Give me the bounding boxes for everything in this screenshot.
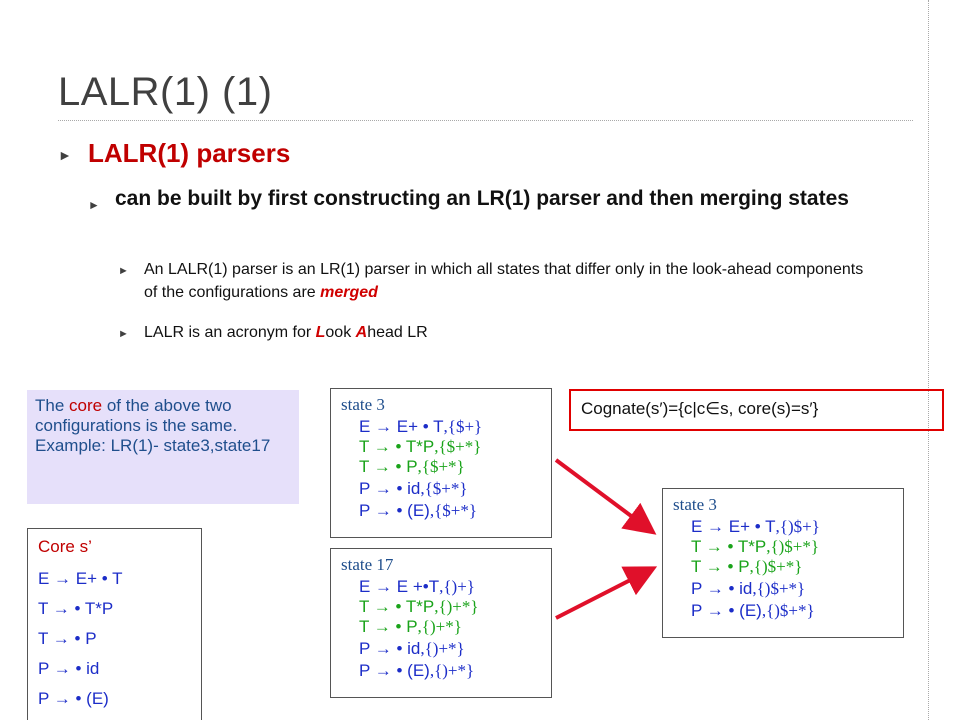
- title-divider: [58, 120, 913, 121]
- bullet-text-part: head LR: [367, 324, 428, 341]
- note-core-word: core: [69, 396, 103, 415]
- emphasis-l: L: [315, 324, 326, 341]
- bullet-text: can be built by first constructing an LR…: [115, 187, 849, 210]
- production-row: T → • T*P,{$+*}: [359, 437, 481, 457]
- production-row: P → • (E),{)+*}: [359, 661, 474, 681]
- lookahead: ,{)+}: [439, 577, 475, 596]
- production-row: P → • id,{$+*}: [359, 479, 468, 499]
- lookahead: ,{)+*}: [429, 661, 475, 680]
- arrow-state17-to-merged: [555, 566, 658, 620]
- bullet-triangle-icon: ►: [88, 198, 100, 212]
- lookahead: ,{$+*}: [417, 457, 465, 476]
- production: E → E+ • T: [691, 517, 776, 536]
- lookahead: ,{)+*}: [434, 597, 479, 616]
- merged-state-box: state 3 E → E+ • T,{)$+} T → • T*P,{)$+*…: [662, 488, 904, 638]
- lookahead: ,{)$+*}: [761, 601, 815, 620]
- production: P → • id: [359, 479, 421, 498]
- production: E → E +•T: [359, 577, 440, 596]
- lookahead: ,{)+*}: [420, 639, 465, 658]
- state17-box: state 17 E → E +•T,{)+} T → • T*P,{)+*} …: [330, 548, 552, 698]
- core-production: T → • T*P: [38, 599, 114, 618]
- production: E → E+ • T: [359, 417, 444, 436]
- production-row: T → • T*P,{)$+*}: [691, 537, 819, 557]
- emphasis-merged: merged: [320, 284, 378, 301]
- state-label: state 17: [341, 555, 394, 574]
- bullet-text-part: LALR is an acronym for: [144, 324, 316, 341]
- lookahead: ,{)+*}: [417, 617, 462, 636]
- emphasis-a: A: [355, 324, 368, 341]
- bullet-text-part: ook: [325, 324, 356, 341]
- production-row: T → • P,{)$+*}: [691, 557, 802, 577]
- core-production: P → • (E): [38, 689, 109, 708]
- bullet-construction: ► can be built by first constructing an …: [88, 183, 888, 215]
- bullet-text: An LALR(1) parser is an LR(1) parser in …: [144, 258, 878, 304]
- core-production: P → • id: [38, 659, 100, 678]
- production: P → • (E): [359, 661, 430, 680]
- bullet-definition: ► An LALR(1) parser is an LR(1) parser i…: [118, 258, 878, 304]
- production: T → • T*P: [691, 537, 767, 556]
- lookahead: ,{)$+*}: [752, 579, 806, 598]
- lookahead: ,{)$+*}: [766, 537, 820, 556]
- note-text: of the above two configurations is the s…: [35, 396, 271, 455]
- bullet-triangle-icon: ►: [58, 147, 72, 163]
- lookahead: ,{$+*}: [420, 479, 468, 498]
- core-production: T → • P: [38, 629, 97, 648]
- production: T → • T*P: [359, 437, 435, 456]
- margin-divider: [928, 0, 929, 720]
- production: T → • P: [359, 617, 418, 636]
- production: P → • (E): [691, 601, 762, 620]
- production-row: P → • (E),{)$+*}: [691, 601, 815, 621]
- lookahead: ,{$+}: [443, 417, 483, 436]
- production-row: E → E +•T,{)+}: [359, 577, 475, 597]
- production: P → • (E): [359, 501, 430, 520]
- production: T → • T*P: [359, 597, 435, 616]
- state3-box: state 3 E → E+ • T,{$+} T → • T*P,{$+*} …: [330, 388, 552, 538]
- core-box: Core s’ E → E+ • T T → • T*P T → • P P →…: [27, 528, 202, 720]
- core-production: E → E+ • T: [38, 569, 123, 588]
- bullet-text: LALR(1) parsers: [88, 138, 291, 168]
- slide-title: LALR(1) (1): [58, 70, 273, 114]
- production: P → • id: [691, 579, 753, 598]
- state-label: state 3: [341, 395, 385, 414]
- bullet-text: LALR is an acronym for Look Ahead LR: [144, 321, 878, 344]
- production-row: P → • id,{)+*}: [359, 639, 465, 659]
- bullet-triangle-icon: ►: [118, 265, 129, 277]
- lookahead: ,{)$+*}: [749, 557, 803, 576]
- lookahead: ,{$+*}: [429, 501, 477, 520]
- lookahead: ,{)$+}: [775, 517, 820, 536]
- bullet-text-part: An LALR(1) parser is an LR(1) parser in …: [144, 261, 864, 301]
- production: P → • id: [359, 639, 421, 658]
- production-row: E → E+ • T,{)$+}: [691, 517, 820, 537]
- core-note: The core of the above two configurations…: [27, 390, 299, 504]
- production-row: P → • id,{)$+*}: [691, 579, 805, 599]
- cognate-definition: Cognate(s′)={c|c∈s, core(s)=s′}: [569, 389, 944, 431]
- core-title: Core s’: [38, 537, 92, 556]
- production: T → • P: [359, 457, 418, 476]
- state-label: state 3: [673, 495, 717, 514]
- production-row: T → • P,{)+*}: [359, 617, 462, 637]
- production-row: T → • T*P,{)+*}: [359, 597, 479, 617]
- production-row: P → • (E),{$+*}: [359, 501, 477, 521]
- production-row: T → • P,{$+*}: [359, 457, 465, 477]
- arrow-state3-to-merged: [554, 458, 657, 535]
- production-row: E → E+ • T,{$+}: [359, 417, 482, 437]
- note-text: The: [35, 396, 70, 415]
- production: T → • P: [691, 557, 750, 576]
- bullet-triangle-icon: ►: [118, 328, 129, 340]
- bullet-acronym: ► LALR is an acronym for Look Ahead LR: [118, 321, 878, 344]
- lookahead: ,{$+*}: [434, 437, 482, 456]
